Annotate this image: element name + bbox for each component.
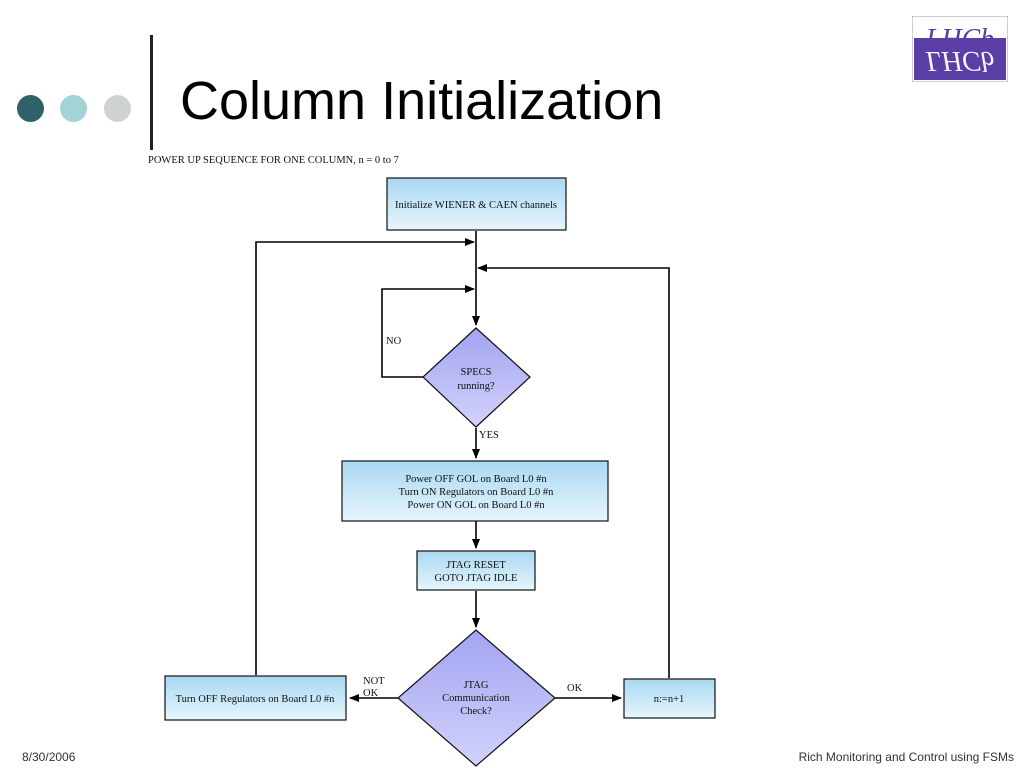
label-no: NO bbox=[386, 336, 402, 347]
jtag-decision-line-1: JTAG bbox=[464, 680, 489, 691]
decor-dot-light bbox=[60, 95, 87, 122]
footer-date: 8/30/2006 bbox=[22, 750, 76, 764]
increment-box: n:=n+1 bbox=[623, 678, 716, 719]
jtag-box-line-2: GOTO JTAG IDLE bbox=[435, 573, 518, 584]
power-box-line-3: Power ON GOL on Board L0 #n bbox=[407, 500, 545, 511]
logo-text: LHCb bbox=[925, 24, 994, 55]
svg-text:Initialize WIENER & CAEN chann: Initialize WIENER & CAEN channels bbox=[395, 200, 557, 211]
footer-title: Rich Monitoring and Control using FSMs bbox=[798, 750, 1014, 764]
connector-specs-no-loop bbox=[381, 285, 475, 378]
jtag-box-line-1: JTAG RESET bbox=[446, 560, 506, 571]
jtag-decision-line-2: Communication bbox=[442, 693, 510, 704]
lhcb-logo: LHCb LHCb bbox=[912, 16, 1008, 82]
increment-box-text: n:=n+1 bbox=[654, 694, 685, 705]
connectors bbox=[255, 231, 670, 702]
slide-title: Column Initialization bbox=[180, 71, 664, 131]
init-box-text: Initialize WIENER & CAEN channels bbox=[395, 200, 557, 211]
power-box-line-1: Power OFF GOL on Board L0 #n bbox=[405, 474, 547, 485]
label-not-ok-line-1: NOT bbox=[363, 676, 385, 687]
connector-increment-loop bbox=[477, 264, 670, 678]
init-box: Initialize WIENER & CAEN channels bbox=[386, 177, 567, 231]
title-divider bbox=[150, 35, 153, 150]
turn-off-box: Turn OFF Regulators on Board L0 #n bbox=[164, 675, 347, 721]
connector-turnoff-loop bbox=[255, 238, 475, 675]
logo-reflection: LHCb bbox=[925, 45, 994, 76]
label-not-ok-line-2: OK bbox=[363, 688, 379, 699]
power-box-line-2: Turn ON Regulators on Board L0 #n bbox=[399, 487, 555, 498]
power-box: Power OFF GOL on Board L0 #n Turn ON Reg… bbox=[341, 460, 609, 522]
turn-off-box-text: Turn OFF Regulators on Board L0 #n bbox=[176, 694, 336, 705]
specs-decision: SPECS running? bbox=[422, 327, 531, 428]
jtag-box: JTAG RESET GOTO JTAG IDLE bbox=[416, 550, 536, 591]
decor-dot-grey bbox=[104, 95, 131, 122]
specs-decision-line-1: SPECS bbox=[461, 367, 492, 378]
jtag-decision: JTAG Communication Check? bbox=[397, 629, 556, 767]
specs-decision-line-2: running? bbox=[457, 381, 495, 392]
label-ok: OK bbox=[567, 683, 583, 694]
jtag-decision-line-3: Check? bbox=[460, 706, 492, 717]
diagram-subtitle: POWER UP SEQUENCE FOR ONE COLUMN, n = 0 … bbox=[148, 155, 399, 166]
decor-dot-dark bbox=[17, 95, 44, 122]
label-yes: YES bbox=[479, 430, 499, 441]
